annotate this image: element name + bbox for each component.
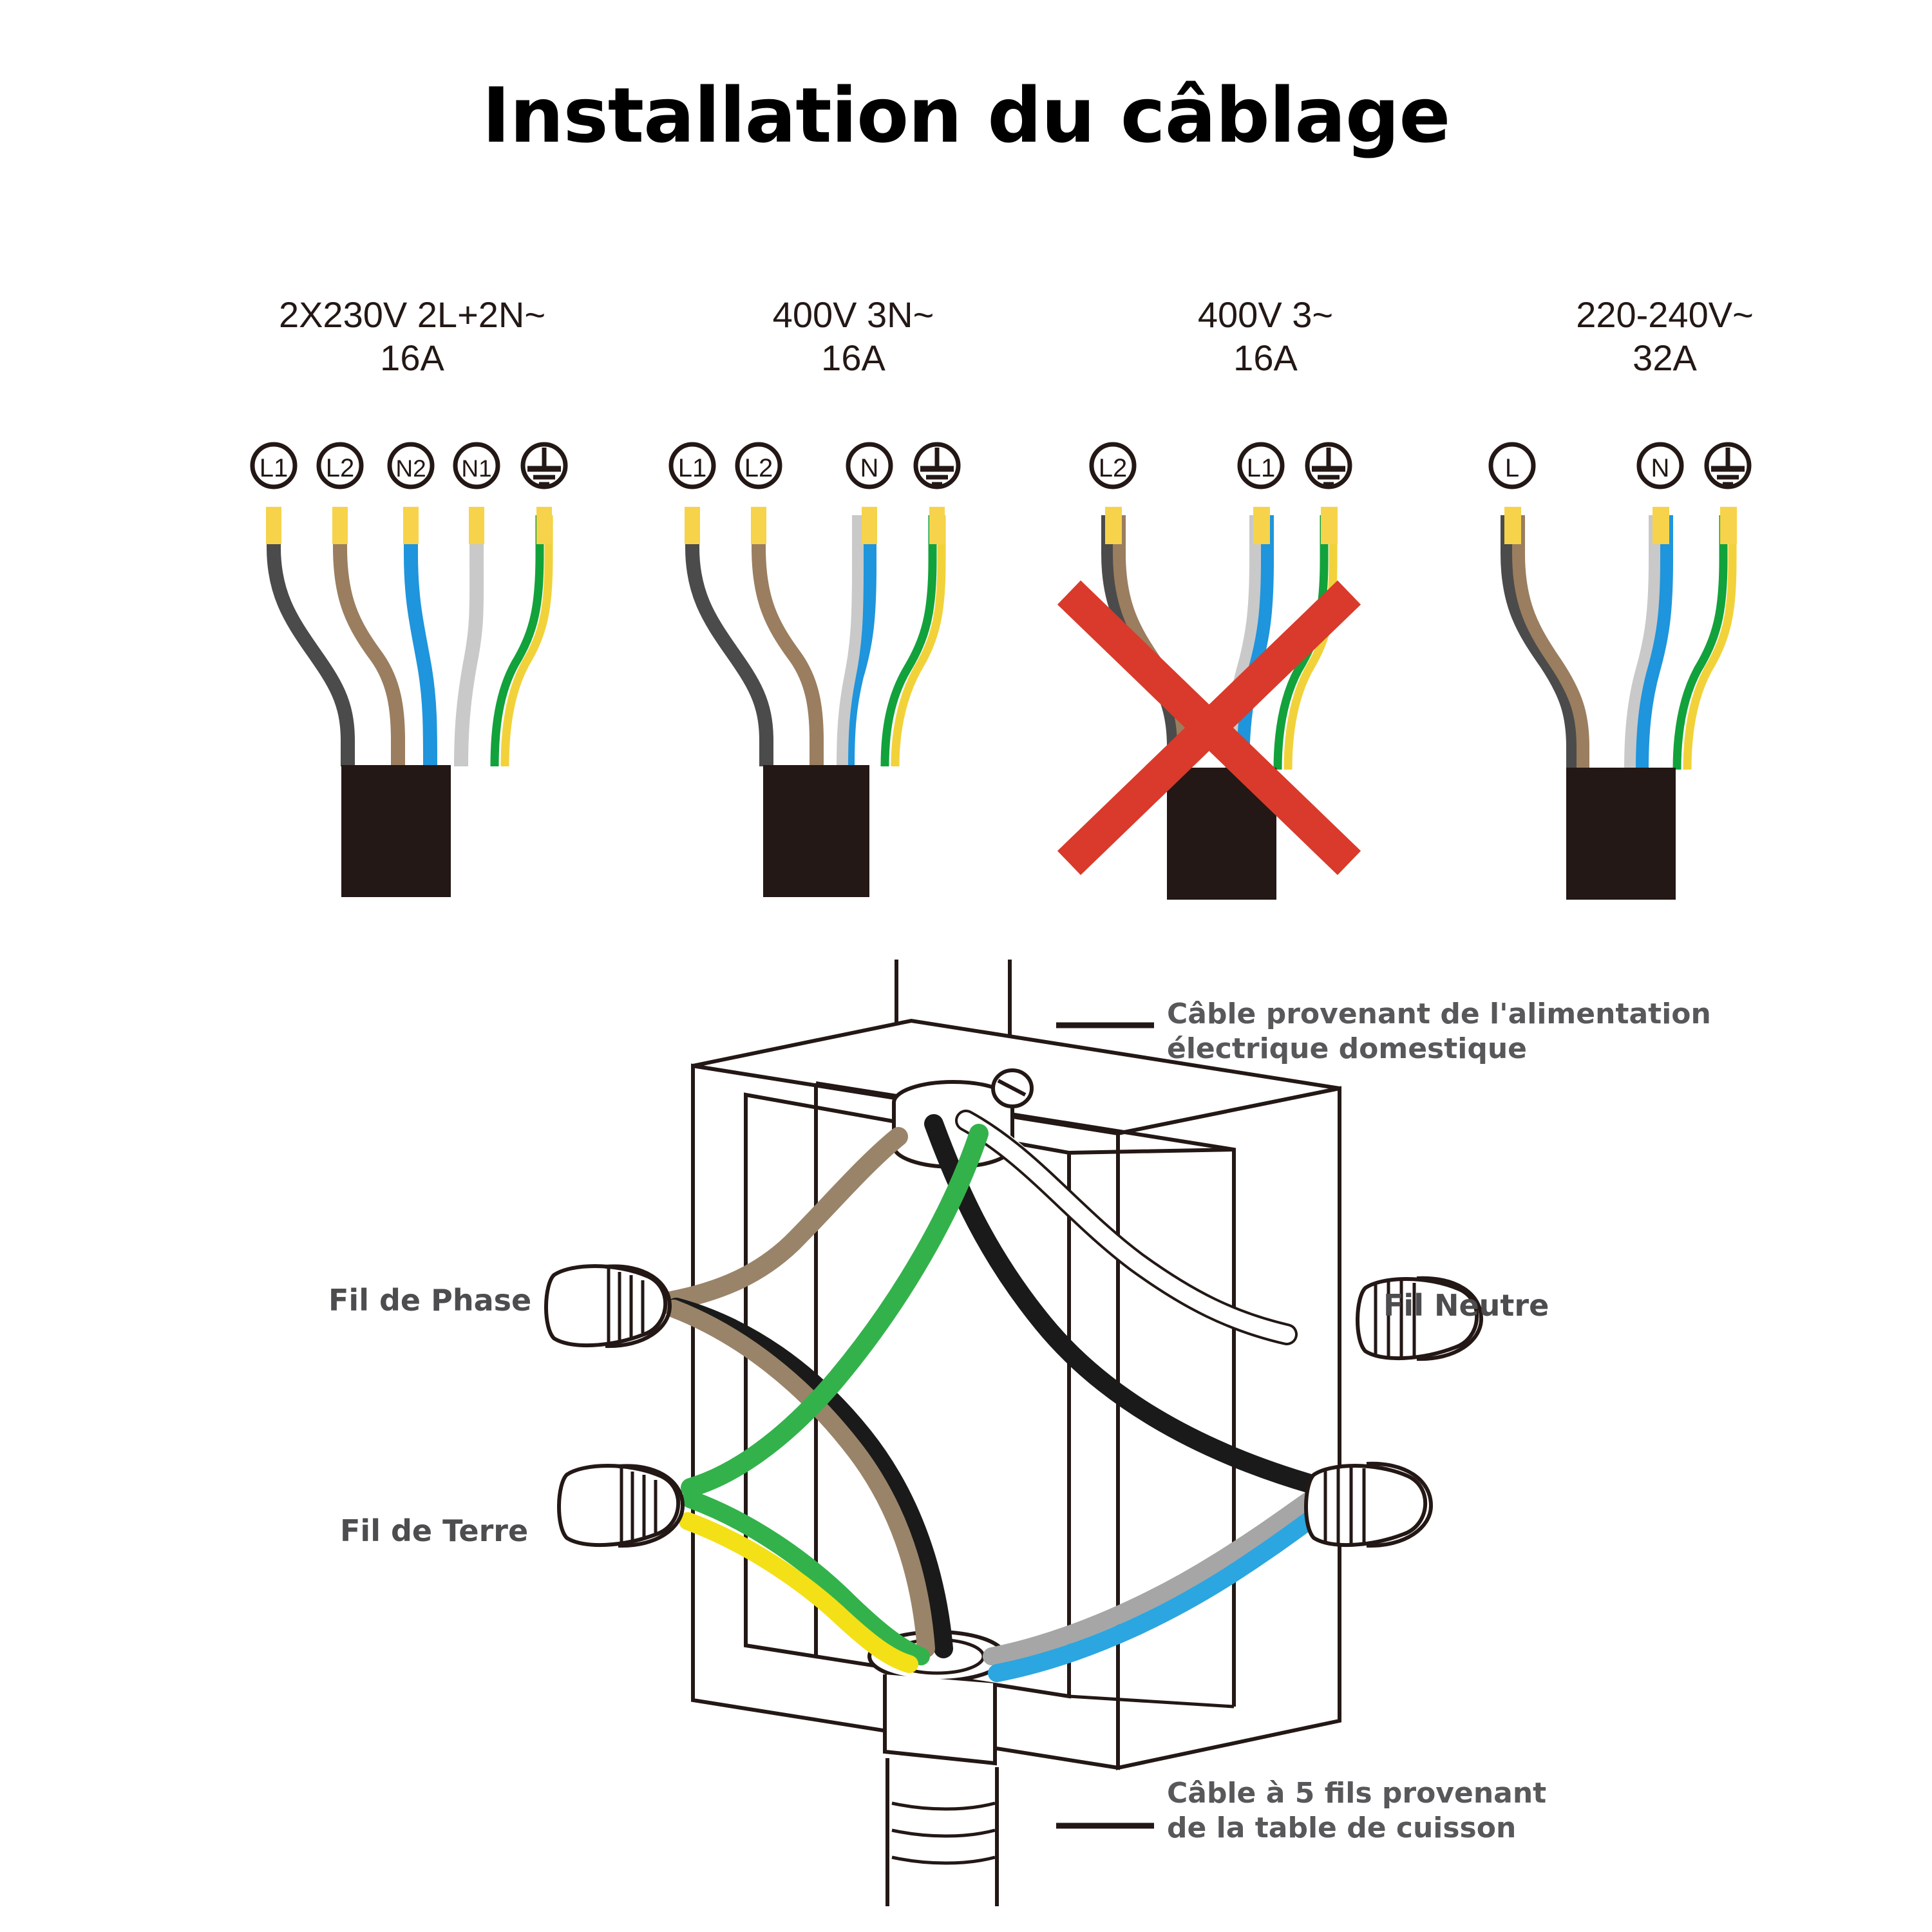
svg-text:L2: L2 (1099, 454, 1128, 482)
config-diagram-220-240v: L N (1488, 442, 1752, 900)
config-header-400v-3n: 400V 3N~ 16A (772, 294, 934, 379)
terminal-earth (1305, 442, 1352, 489)
svg-text:N1: N1 (461, 455, 491, 482)
wire-nut-phase (544, 1264, 672, 1349)
config-header-2x230v: 2X230V 2L+2N~ 16A (278, 294, 546, 379)
wire-nut-neutral-cooktop (1304, 1461, 1434, 1548)
terminal-earth (913, 442, 961, 489)
wire-green-to-cooktop (681, 1490, 930, 1665)
svg-text:L2: L2 (744, 454, 773, 482)
label-fil-de-phase: Fil de Phase (328, 1283, 532, 1318)
wire-grey-neutral (983, 1488, 1323, 1665)
svg-text:L1: L1 (678, 454, 707, 482)
terminal-L: L (1488, 442, 1536, 489)
page-title: Installation du câblage (482, 71, 1451, 160)
wire-brown-phase-supply (661, 1127, 908, 1311)
terminal-L2: L2 (1089, 442, 1137, 489)
wire-brown-to-cooktop (665, 1300, 935, 1658)
callout-supply-cable: Câble provenant de l'alimentation électr… (1167, 998, 1711, 1065)
config-diagram-400v-3n: L1 L2 N (668, 442, 961, 897)
terminal-L2: L2 (735, 442, 782, 489)
wire-nut-earth (557, 1464, 685, 1548)
config-diagram-2x230v: L1 L2 N2 N1 (250, 442, 568, 897)
terminal-L2: L2 (316, 442, 364, 489)
terminal-earth (520, 442, 568, 489)
supply-conduit-top (895, 960, 1012, 1097)
terminal-L1: L1 (668, 442, 716, 489)
config-header-220-240v: 220-240V~ 32A (1576, 294, 1754, 379)
wire-blue-neutral (988, 1504, 1328, 1682)
config-header-400v-3: 400V 3~ 16A (1197, 294, 1334, 379)
cable-gland-top (892, 1068, 1034, 1169)
svg-text:N: N (860, 454, 879, 482)
terminal-earth (1704, 442, 1752, 489)
svg-text:L1: L1 (1247, 454, 1276, 482)
callout-cooktop-cable: Câble à 5 fils provenant de la table de … (1167, 1777, 1547, 1844)
terminal-N: N (1636, 442, 1684, 489)
svg-text:N2: N2 (395, 455, 426, 482)
terminal-N1: N1 (453, 442, 500, 489)
wire-black-supply-to-right (924, 1114, 1322, 1494)
terminal-L1: L1 (250, 442, 298, 489)
label-fil-neutre: Fil Neutre (1383, 1288, 1549, 1323)
invalid-cross-icon (1057, 580, 1361, 875)
terminal-N: N (846, 442, 893, 489)
svg-text:L: L (1505, 454, 1519, 482)
svg-text:L2: L2 (326, 454, 355, 482)
svg-text:N: N (1651, 454, 1670, 482)
config-diagram-400v-3: L2 L1 (1057, 442, 1361, 900)
wire-white-neutral-supply (955, 1110, 1298, 1345)
wire-black-phase (667, 1298, 953, 1658)
svg-text:L1: L1 (260, 454, 289, 482)
label-fil-de-terre: Fil de Terre (340, 1513, 529, 1548)
terminal-L1: L1 (1237, 442, 1285, 489)
terminal-N2: N2 (387, 442, 435, 489)
junction-box-body (691, 1018, 1341, 1770)
wire-yellow-earth (679, 1512, 918, 1673)
junction-box-illustration (544, 960, 1484, 1906)
cable-gland-bottom (867, 1630, 1007, 1906)
wire-green-earth-supply (681, 1124, 989, 1497)
